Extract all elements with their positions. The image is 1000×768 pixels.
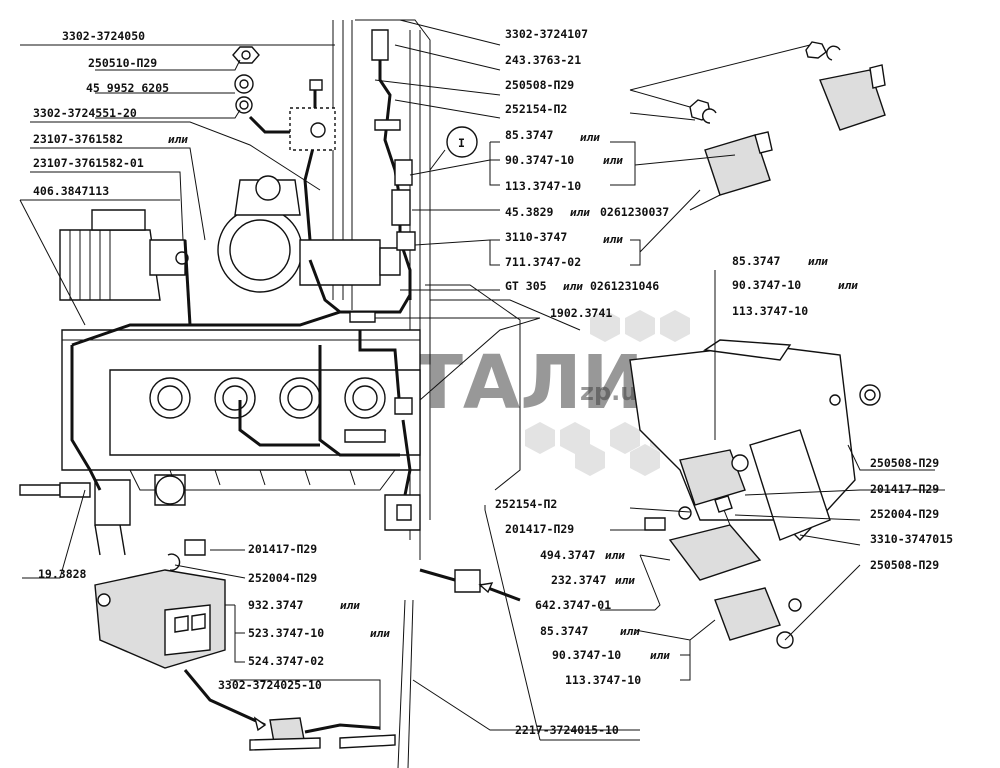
label-232-3747: 232.3747 [551,573,606,587]
loose-parts [94,41,886,751]
label-113-3747-10-c: 113.3747-10 [565,673,641,687]
label-201417-p29-left: 201417-П29 [248,542,317,556]
label-85-3747-b: 85.3747 [732,254,781,268]
label-0261231046: 0261231046 [590,279,659,293]
label-250508-p29-top: 250508-П29 [505,78,574,92]
labels-right: 3302-3724107 243.3763-21 250508-П29 2521… [505,27,669,320]
label-alt-14: или [650,649,670,662]
label-23107-3761582-01: 23107-3761582-01 [33,156,144,170]
label-113-3747-10-a: 113.3747-10 [505,179,581,193]
label-243-3763-21: 243.3763-21 [505,53,581,67]
label-494-3747: 494.3747 [540,548,595,562]
labels-middle: 252154-П2 201417-П29 494.3747 или 232.37… [495,497,670,737]
label-3302-3724107: 3302-3724107 [505,27,588,41]
label-3110-3747: 3110-3747 [505,230,567,244]
label-1902-3741: 1902.3741 [550,306,612,320]
label-85-3747-c: 85.3747 [540,624,589,638]
label-19-3828: 19.3828 [38,567,87,581]
label-90-3747-10-b: 90.3747-10 [732,278,801,292]
engine-block [19,175,421,556]
callout-i: I [429,126,478,171]
label-252004-p29-right: 252004-П29 [870,507,939,521]
label-250508-p29-mid: 250508-П29 [870,456,939,470]
label-gt-305: GT 305 [505,279,547,293]
label-alt-3: или [370,627,390,640]
label-45-9952-6205: 45 9952 6205 [86,81,169,95]
label-23107-3761582: 23107-3761582 [33,132,123,146]
label-85-3747-a: 85.3747 [505,128,554,142]
label-711-3747-02: 711.3747-02 [505,255,581,269]
label-932-3747: 932.3747 [248,598,303,612]
label-201417-p29-mid: 201417-П29 [505,522,574,536]
label-523-3747-10: 523.3747-10 [248,626,324,640]
label-524-3747-02: 524.3747-02 [248,654,324,668]
label-252154-p2-top: 252154-П2 [505,102,567,116]
labels-bracket: 85.3747 или 90.3747-10 или 113.3747-10 2… [732,254,953,572]
label-3302-3724025-10: 3302-3724025-10 [218,678,322,692]
label-alt-12: или [615,574,635,587]
label-alt-11: или [605,549,625,562]
label-alt-9: или [808,255,828,268]
label-3310-3747015: 3310-3747015 [870,532,953,546]
label-250510-p29: 250510-П29 [88,56,157,70]
leader-lines [19,19,945,741]
label-252154-p2-mid: 252154-П2 [495,497,557,511]
label-alt-5: или [603,154,623,167]
callout-i-label: I [458,136,465,150]
label-alt-10: или [838,279,858,292]
label-250508-p29-bottom: 250508-П29 [870,558,939,572]
relay-bracket [629,339,881,649]
label-90-3747-10-c: 90.3747-10 [552,648,621,662]
label-406-3847113: 406.3847113 [33,184,109,198]
label-alt-4: или [580,131,600,144]
label-90-3747-10-a: 90.3747-10 [505,153,574,167]
label-alt-2: или [340,599,360,612]
label-45-3829: 45.3829 [505,205,554,219]
label-0261230037: 0261230037 [600,205,669,219]
label-alt-8: или [563,280,583,293]
label-201417-p29-right: 201417-П29 [870,482,939,496]
label-alt-1: или [168,133,188,146]
label-alt-13: или [620,625,640,638]
label-alt-6: или [570,206,590,219]
labels-left: 3302-3724050 250510-П29 45 9952 6205 330… [33,29,390,692]
label-3302-3724050: 3302-3724050 [62,29,145,43]
label-642-3747-01: 642.3747-01 [535,598,611,612]
wiring-harness [70,29,481,593]
label-252004-p29-left: 252004-П29 [248,571,317,585]
label-alt-7: или [603,233,623,246]
label-113-3747-10-b: 113.3747-10 [732,304,808,318]
label-3302-3724551-20: 3302-3724551-20 [33,106,137,120]
label-2217-3724015-10: 2217-3724015-10 [515,723,619,737]
